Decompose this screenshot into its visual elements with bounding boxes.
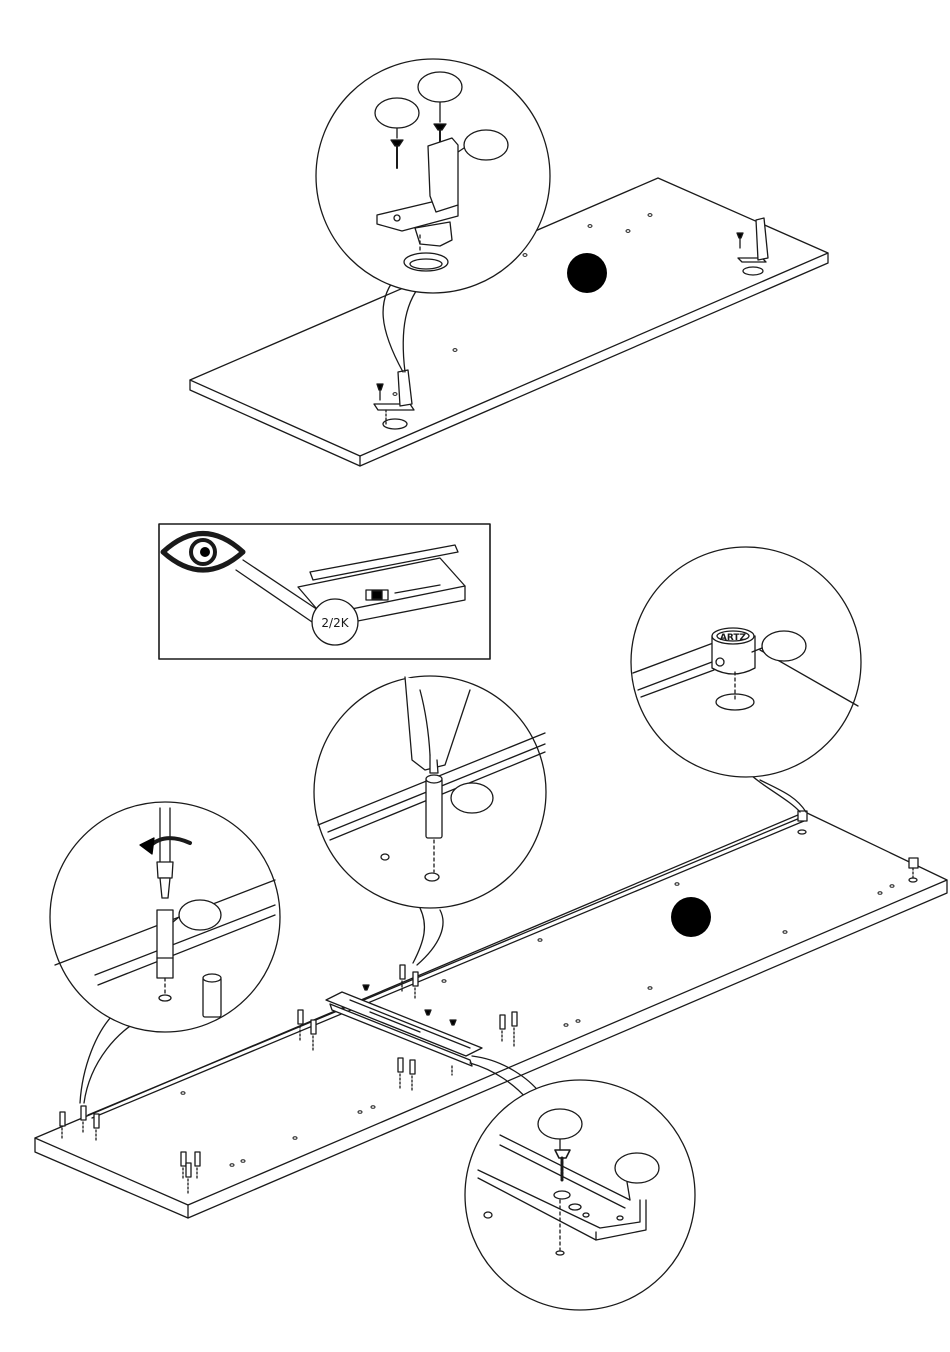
step-marker-dot — [567, 253, 607, 293]
callout-bubble — [538, 1109, 582, 1139]
callout-bubble — [762, 631, 806, 661]
part-code-label: 2/2K — [321, 616, 349, 630]
cam-fitting-magnifier: ARTZ — [631, 547, 861, 777]
callout-bubble — [418, 72, 462, 102]
callout-bubble — [375, 98, 419, 128]
bottom-step: ARTZ — [35, 547, 947, 1310]
top-step — [190, 59, 828, 466]
cam-brand-label: ARTZ — [720, 633, 747, 643]
inspection-inset: 2/2K — [159, 524, 490, 659]
callout-bubble — [464, 130, 508, 160]
dowel-hammer-magnifier — [314, 676, 546, 908]
slide-rail-magnifier — [465, 1080, 695, 1310]
hinge-detail-magnifier — [316, 59, 550, 293]
callout-bubble — [451, 783, 493, 813]
callout-bubble — [179, 900, 221, 930]
dowel-insert-magnifier — [50, 802, 280, 1032]
callout-bubble — [615, 1153, 659, 1183]
step-marker-dot — [671, 897, 711, 937]
